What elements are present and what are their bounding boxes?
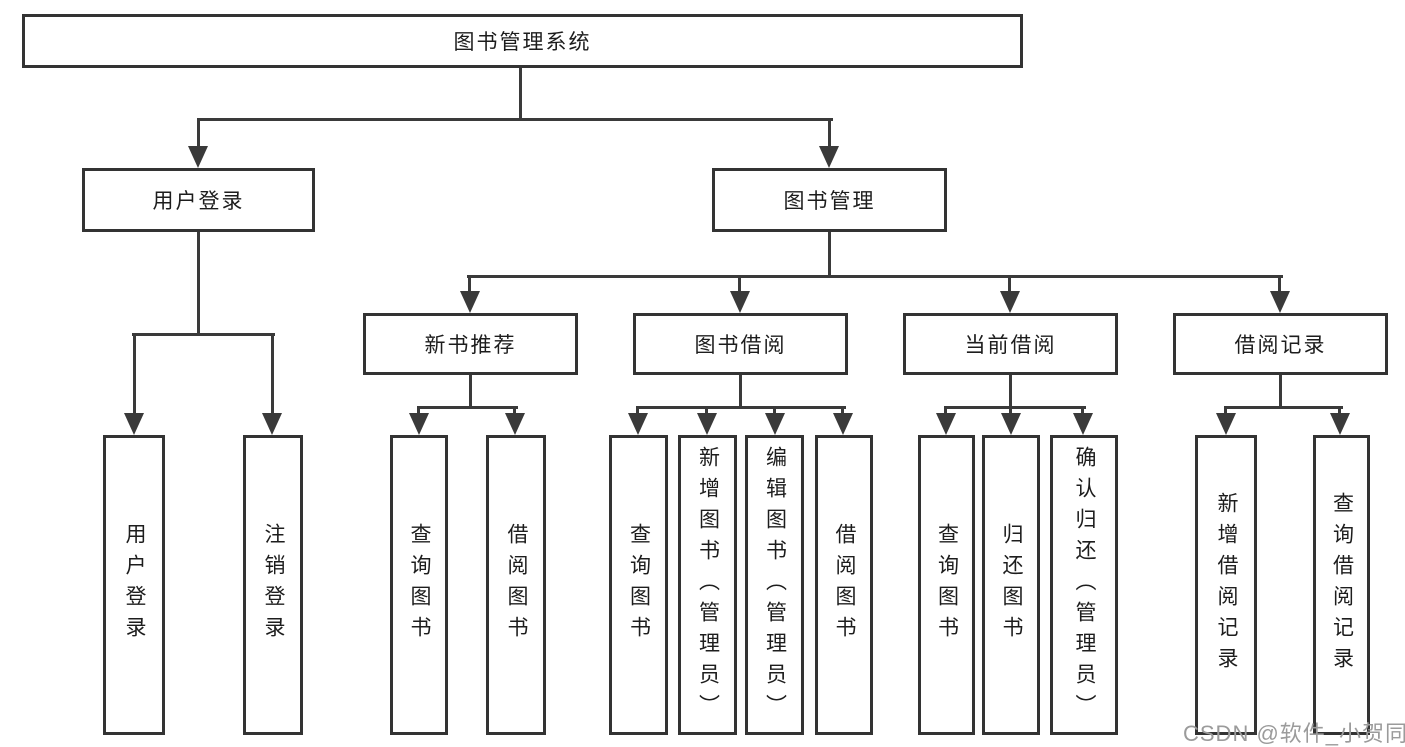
arrow-down-icon [833, 413, 853, 435]
connector-book-borrow-bar [636, 406, 846, 409]
connector-leaf [513, 406, 516, 416]
leaf-label: 新增图书（管理员） [696, 445, 720, 725]
node-book-management-label: 图书管理 [783, 190, 876, 213]
connector-leaf [773, 406, 776, 416]
leaf-borrow-books-1: 借阅图书 [486, 435, 546, 735]
connector-current-borrow-bar [944, 406, 1086, 409]
leaf-label: 新增借阅记录 [1215, 492, 1238, 678]
leaf-label: 借阅图书 [833, 523, 856, 647]
node-current-borrow-label: 当前借阅 [964, 334, 1057, 357]
connector-to-new-book [468, 275, 471, 293]
node-book-borrow: 图书借阅 [633, 313, 848, 375]
node-user-login-label: 用户登录 [152, 190, 245, 213]
connector-new-book-bar [417, 406, 518, 409]
leaf-logout: 注销登录 [243, 435, 303, 735]
leaf-edit-books-admin: 编辑图书（管理员） [745, 435, 804, 735]
connector-leaf [1081, 406, 1084, 416]
arrow-down-icon [505, 413, 525, 435]
connector-to-logout-leaf [271, 333, 274, 415]
leaf-query-books-2: 查询图书 [609, 435, 668, 735]
node-book-borrow-label: 图书借阅 [694, 334, 787, 357]
connector-leaf [417, 406, 420, 416]
leaf-label: 查询借阅记录 [1330, 492, 1354, 678]
arrow-down-icon [628, 413, 648, 435]
arrow-down-icon [819, 146, 839, 168]
leaf-add-borrow-record: 新增借阅记录 [1195, 435, 1257, 735]
node-root: 图书管理系统 [22, 14, 1023, 68]
node-borrow-records: 借阅记录 [1173, 313, 1388, 375]
arrow-down-icon [262, 413, 282, 435]
leaf-label: 编辑图书（管理员） [763, 445, 787, 725]
connector-current-borrow-stem [1009, 375, 1012, 408]
connector-book-borrow-stem [739, 375, 742, 408]
arrow-down-icon [460, 291, 480, 313]
leaf-return-books: 归还图书 [982, 435, 1040, 735]
arrow-down-icon [1330, 413, 1350, 435]
connector-root-stem [519, 66, 522, 120]
connector-leaf [944, 406, 947, 416]
connector-borrow-records-stem [1279, 375, 1282, 408]
connector-leaf [705, 406, 708, 416]
leaf-query-borrow-record: 查询借阅记录 [1313, 435, 1370, 735]
arrow-down-icon [1001, 413, 1021, 435]
connector-leaf [1338, 406, 1341, 416]
connector-new-book-stem [469, 375, 472, 408]
node-root-label: 图书管理系统 [453, 31, 592, 54]
connector-to-book-borrow [738, 275, 741, 293]
leaf-add-books-admin: 新增图书（管理员） [678, 435, 737, 735]
connector-to-user-login [197, 118, 200, 152]
leaf-query-books-1: 查询图书 [390, 435, 448, 735]
leaf-label: 注销登录 [262, 523, 285, 647]
leaf-label: 借阅图书 [505, 523, 528, 647]
arrow-down-icon [936, 413, 956, 435]
connector-leaf [1224, 406, 1227, 416]
connector-leaf [1009, 406, 1012, 416]
node-new-book-recommend: 新书推荐 [363, 313, 578, 375]
arrow-down-icon [124, 413, 144, 435]
arrow-down-icon [409, 413, 429, 435]
arrow-down-icon [765, 413, 785, 435]
leaf-label: 归还图书 [1000, 523, 1023, 647]
node-user-login: 用户登录 [82, 168, 315, 232]
connector-to-login-leaf [133, 333, 136, 415]
connector-to-book-management [828, 118, 831, 152]
watermark: CSDN @软件_小贺同学 [1183, 721, 1405, 746]
leaf-label: 查询图书 [627, 523, 651, 647]
node-current-borrow: 当前借阅 [903, 313, 1118, 375]
connector-borrow-records-bar [1224, 406, 1343, 409]
arrow-down-icon [188, 146, 208, 168]
connector-leaf [841, 406, 844, 416]
connector-to-borrow-records [1278, 275, 1281, 293]
arrow-down-icon [1000, 291, 1020, 313]
connector-user-login-bar [132, 333, 275, 336]
arrow-down-icon [1270, 291, 1290, 313]
arrow-down-icon [697, 413, 717, 435]
leaf-user-login: 用户登录 [103, 435, 165, 735]
leaf-label: 查询图书 [408, 523, 431, 647]
connector-root-bar [197, 118, 833, 121]
leaf-borrow-books-2: 借阅图书 [815, 435, 873, 735]
node-new-book-recommend-label: 新书推荐 [424, 334, 517, 357]
connector-to-current-borrow [1008, 275, 1011, 293]
leaf-confirm-return-admin: 确认归还（管理员） [1050, 435, 1118, 735]
leaf-label: 确认归还（管理员） [1073, 445, 1096, 725]
leaf-label: 用户登录 [123, 523, 146, 647]
arrow-down-icon [1216, 413, 1236, 435]
connector-book-mgmt-bar [467, 275, 1283, 278]
leaf-label: 查询图书 [935, 523, 959, 647]
leaf-query-books-3: 查询图书 [918, 435, 975, 735]
connector-user-login-stem [197, 232, 200, 335]
connector-leaf [636, 406, 639, 416]
arrow-down-icon [1073, 413, 1093, 435]
node-book-management: 图书管理 [712, 168, 947, 232]
connector-book-mgmt-stem [828, 232, 831, 277]
node-borrow-records-label: 借阅记录 [1234, 334, 1327, 357]
arrow-down-icon [730, 291, 750, 313]
